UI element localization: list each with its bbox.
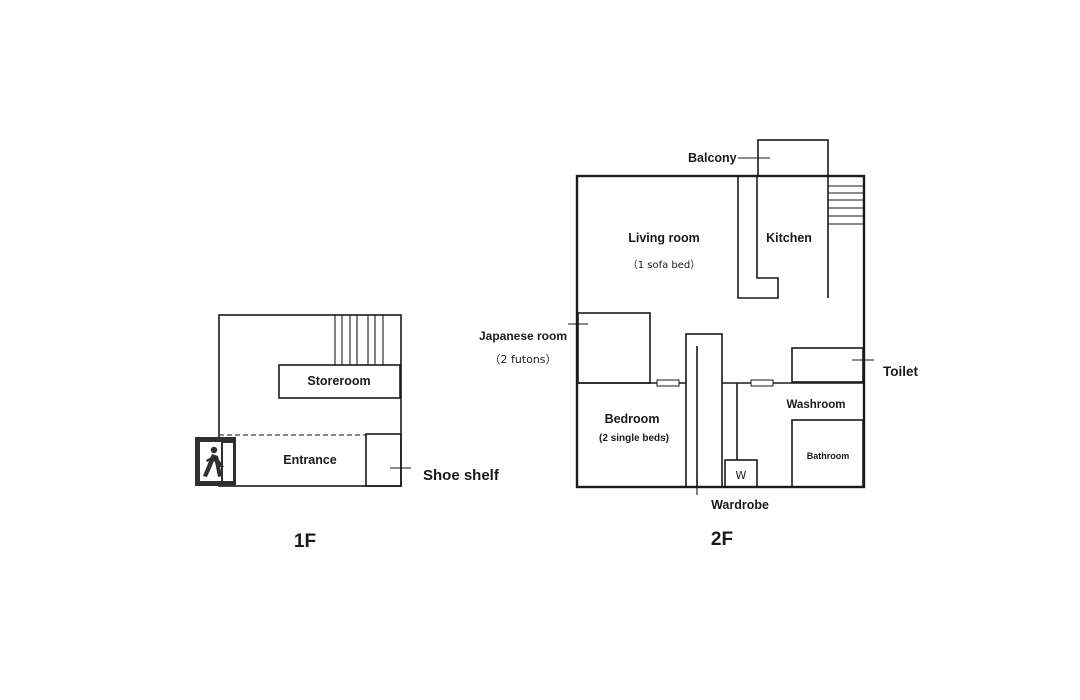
- japanese-room-note: （2 futons）: [489, 353, 556, 366]
- storeroom: [278, 364, 401, 399]
- toilet-label: Toilet: [883, 364, 919, 379]
- floor-1-title: 1F: [294, 531, 316, 552]
- washroom-label: Washroom: [787, 399, 846, 411]
- floor-2-stairs: [828, 185, 864, 225]
- washing-machine-label: W: [736, 469, 747, 482]
- entrance-label: Entrance: [283, 453, 337, 467]
- emergency-exit-icon: [195, 437, 236, 486]
- washroom-door: [750, 379, 774, 387]
- balcony-label: Balcony: [688, 151, 737, 165]
- wardrobe-label: Wardrobe: [711, 498, 769, 512]
- storeroom-label: Storeroom: [307, 374, 370, 388]
- kitchen-label: Kitchen: [766, 231, 812, 245]
- floor-1-plan: Storeroom Entrance Shoe shelf 1F: [195, 314, 500, 552]
- bedroom-label: Bedroom: [605, 412, 660, 426]
- kitchen-counter: [737, 177, 779, 299]
- shoe-shelf: [365, 433, 402, 487]
- shoe-shelf-label: Shoe shelf: [423, 467, 500, 484]
- bedroom-note: (2 single beds): [599, 433, 669, 444]
- toilet: [791, 347, 864, 383]
- bathroom-label: Bathroom: [807, 451, 850, 461]
- floor-1-outline: [218, 314, 402, 487]
- bathroom: [791, 419, 864, 488]
- washing-machine: [724, 459, 758, 488]
- floor-1-stairs: [334, 315, 384, 365]
- japanese-room-label: Japanese room: [479, 329, 567, 343]
- floor-2-plan: Balcony Kitchen Living room （1 sofa bed）…: [479, 139, 919, 550]
- floor-2-title: 2F: [711, 529, 733, 550]
- bedroom-door: [656, 379, 680, 387]
- japanese-room: [577, 312, 651, 384]
- living-room-note: （1 sofa bed）: [628, 259, 701, 271]
- living-room-label: Living room: [628, 231, 700, 245]
- wardrobe: [685, 333, 723, 488]
